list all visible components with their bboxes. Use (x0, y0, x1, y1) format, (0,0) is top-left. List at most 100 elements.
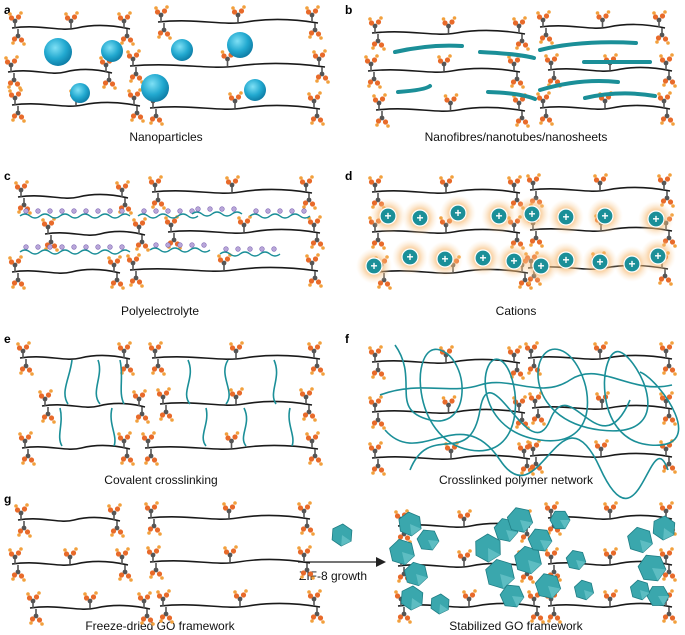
sheet-line (7, 68, 113, 74)
charge-site (271, 246, 277, 252)
nanofibre (538, 79, 620, 92)
hydrogen-atom (83, 592, 87, 596)
zif8-crystal (652, 515, 676, 541)
hydrogen-atom (521, 85, 525, 89)
oxygen-atom (517, 445, 524, 451)
hydrogen-atom (382, 426, 386, 430)
hydrogen-atom (321, 122, 325, 126)
oxygen-atom (315, 74, 322, 80)
oxygen-atom (120, 36, 127, 42)
carbon-atom (607, 554, 613, 560)
hydrogen-atom (307, 92, 311, 96)
oxygen-atom (378, 42, 385, 48)
oxygen-atom (666, 550, 673, 556)
nanoparticle (171, 39, 193, 61)
hydrogen-atom (312, 50, 316, 54)
oxygen-atom (146, 549, 153, 555)
hydrogen-atom (316, 253, 320, 257)
caption-nanoparticles: Nanoparticles (129, 130, 202, 144)
hydrogen-atom (113, 86, 117, 90)
oxygen-atom (404, 535, 411, 541)
carbon-atom (124, 363, 130, 369)
go-sheet (526, 173, 675, 208)
functional-group-icon (544, 53, 559, 70)
functional-group-icon (14, 180, 29, 197)
carbon-atom (663, 554, 669, 560)
oxygen-atom (166, 413, 173, 419)
functional-group-icon (63, 547, 78, 564)
carbon-atom (368, 61, 374, 67)
oxygen-atom (126, 53, 133, 59)
oxygen-atom (397, 614, 404, 620)
oxygen-atom (107, 259, 114, 265)
functional-group-icon (118, 198, 133, 215)
go-sheet (14, 180, 133, 215)
hydrogen-atom (231, 6, 235, 10)
oxygen-atom (299, 391, 306, 397)
hydrogen-atom (669, 282, 673, 286)
oxygen-atom (225, 179, 232, 185)
oxygen-atom (449, 19, 455, 25)
functional-group-icon (120, 449, 135, 466)
functional-group-icon (237, 215, 252, 232)
oxygen-atom (664, 176, 671, 182)
functional-group-icon (233, 589, 248, 606)
oxygen-atom (18, 435, 25, 441)
panel-d-label: d (345, 169, 352, 183)
oxygen-atom (669, 465, 676, 471)
hydrogen-atom (659, 392, 663, 396)
panel-f-label: f (345, 332, 350, 346)
carbon-atom (524, 531, 530, 537)
hydrogen-atom (19, 255, 23, 259)
cation: + (481, 198, 517, 234)
oxygen-atom (664, 94, 671, 100)
functional-group-icon (659, 53, 674, 70)
intercalant-layer: ++++++++++++++++++ (19, 32, 680, 615)
functional-group-icon (132, 217, 147, 234)
carbon-atom (122, 202, 128, 208)
oxygen-atom (237, 219, 244, 225)
hydrogen-atom (167, 387, 171, 391)
hydrogen-atom (233, 501, 237, 505)
charge-site (47, 208, 53, 214)
hydrogen-atom (26, 592, 30, 596)
functional-group-icon (229, 387, 244, 404)
functional-group-icon (83, 591, 98, 608)
go-sheet (8, 547, 133, 582)
hydrogen-atom (308, 283, 312, 287)
charge-site (119, 208, 125, 214)
hydrogen-atom (151, 622, 155, 626)
cation-plus-label: + (654, 249, 661, 263)
hydrogen-atom (28, 534, 32, 538)
go-sheet (544, 53, 677, 88)
carbon-atom (23, 363, 29, 369)
sheet-line (371, 188, 521, 194)
functional-group-icon (299, 387, 314, 404)
carbon-atom (664, 113, 670, 119)
hydrogen-atom (321, 246, 325, 250)
sheet-line (527, 354, 673, 360)
sheet-line (21, 444, 131, 450)
carbon-atom (168, 222, 174, 228)
cation-core (532, 257, 550, 275)
oxygen-atom (15, 91, 22, 97)
carbon-atom (599, 398, 605, 404)
hydrogen-atom (237, 216, 241, 220)
oxygen-atom (315, 457, 322, 463)
functional-group-icon (367, 72, 382, 89)
oxygen-atom (157, 30, 164, 36)
oxygen-atom (164, 219, 171, 225)
hydrogen-atom (318, 91, 322, 95)
oxygen-atom (371, 466, 378, 472)
panel-g-label: g (4, 492, 11, 506)
charge-site (95, 244, 101, 250)
hydrogen-atom (155, 501, 159, 505)
oxygen-atom (546, 36, 553, 42)
functional-group-icon (44, 235, 59, 252)
oxygen-atom (71, 14, 78, 20)
hydrogen-atom (151, 205, 155, 209)
hydrogen-atom (315, 79, 319, 83)
carbon-atom (153, 567, 159, 573)
functional-group-icon (229, 341, 244, 358)
functional-group-icon (302, 405, 317, 422)
